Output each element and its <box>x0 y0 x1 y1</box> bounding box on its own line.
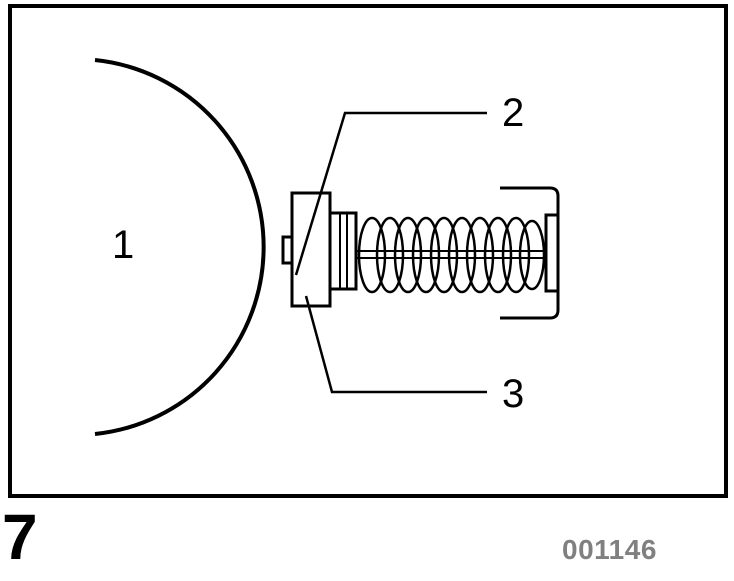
document-code: 001146 <box>562 534 657 565</box>
brush-body <box>328 211 358 291</box>
figure-number: 7 <box>2 501 38 573</box>
leader-line-3 <box>304 295 487 394</box>
leader-line-2 <box>294 111 487 276</box>
spring <box>357 216 546 294</box>
roller-arc <box>94 58 266 436</box>
callout-label-2: 2 <box>502 91 524 135</box>
diagram-frame <box>8 4 728 498</box>
holder-bracket <box>500 186 560 320</box>
callout-label-1: 1 <box>112 223 134 267</box>
callout-label-3: 3 <box>502 372 524 416</box>
end-cap <box>544 213 560 293</box>
brush-plate <box>290 191 332 308</box>
